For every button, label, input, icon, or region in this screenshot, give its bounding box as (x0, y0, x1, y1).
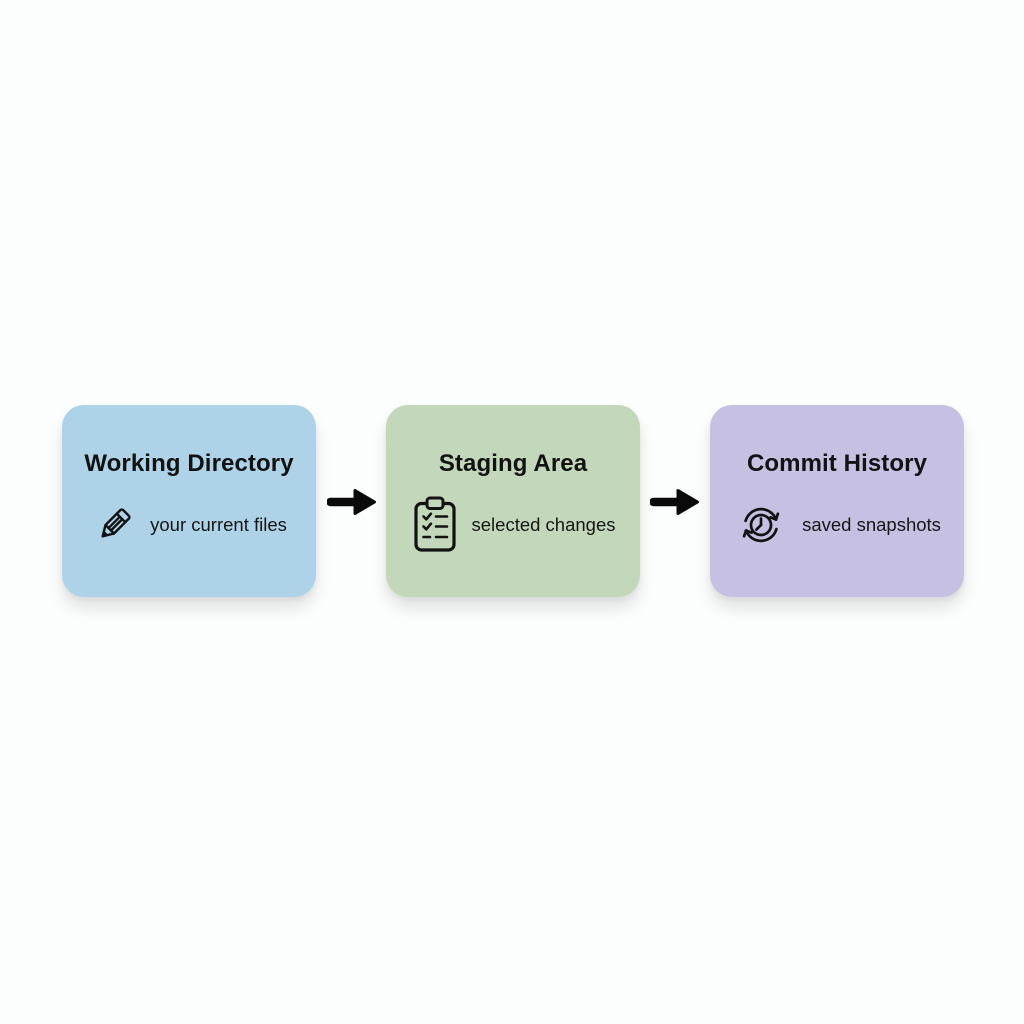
card-subtitle-working-directory: your current files (150, 514, 287, 535)
flow-arrow-icon (650, 489, 699, 515)
card-title-commit-history: Commit History (746, 450, 928, 477)
card-row-commit-history: saved snapshots (733, 495, 941, 555)
card-row-staging-area: selected changes (411, 495, 616, 555)
card-title-staging-area: Staging Area (438, 450, 588, 477)
history-clock-icon (733, 500, 789, 550)
flow-arrow-icon (327, 489, 376, 515)
card-commit-history: Commit History saved snapshots (710, 405, 964, 597)
clipboard-checklist-icon (411, 495, 459, 555)
card-subtitle-staging-area: selected changes (471, 514, 616, 535)
pencil-icon (91, 502, 137, 548)
card-title-working-directory: Working Directory (84, 450, 294, 477)
card-staging-area: Staging Area selected changes (386, 405, 640, 597)
card-subtitle-commit-history: saved snapshots (802, 514, 941, 535)
card-row-working-directory: your current files (91, 495, 287, 555)
card-working-directory: Working Directory your current files (62, 405, 316, 597)
